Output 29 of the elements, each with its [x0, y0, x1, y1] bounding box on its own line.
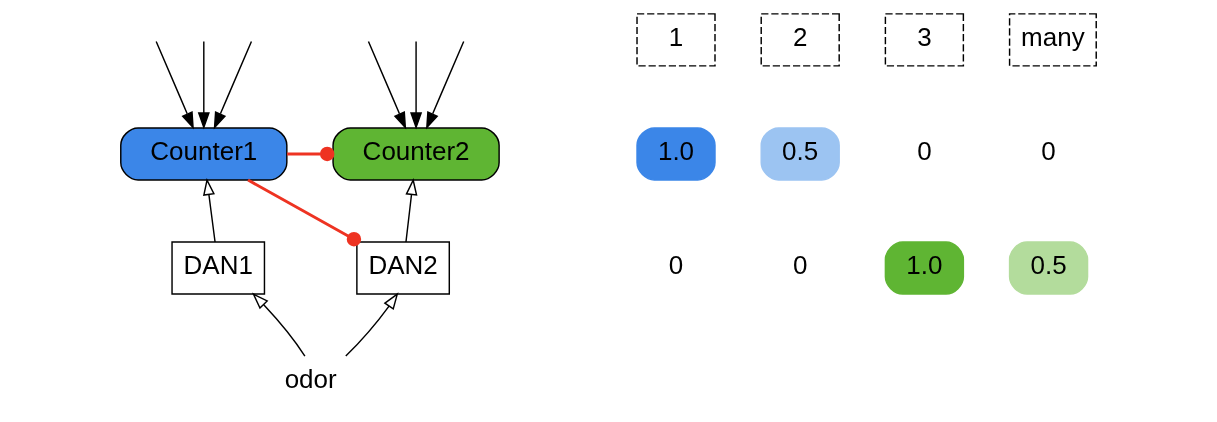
node-box: 1.0	[884, 241, 965, 295]
arrow	[426, 40, 465, 130]
arrow	[155, 40, 194, 130]
arrow	[251, 292, 306, 357]
node-box: 3	[884, 13, 965, 67]
connector	[287, 146, 335, 162]
arrow	[410, 40, 423, 130]
node-box: DAN2	[356, 241, 450, 295]
node-box: 0.5	[760, 127, 840, 181]
label: 0	[1041, 136, 1056, 167]
label: 0	[917, 136, 932, 167]
label: 0	[668, 250, 684, 281]
arrow	[405, 177, 418, 243]
arrow	[367, 40, 407, 130]
connector	[247, 178, 362, 247]
node-box: DAN1	[171, 241, 266, 295]
node-box: 1	[636, 13, 716, 67]
node-box: 2	[760, 13, 840, 67]
node-box: 1.0	[636, 127, 716, 181]
arrow	[213, 40, 253, 130]
node-box: many	[1008, 13, 1097, 67]
arrow	[197, 40, 210, 130]
arrow	[202, 177, 216, 243]
node-box: Counter1	[120, 127, 288, 181]
node-box: 0.5	[1008, 241, 1089, 295]
arrow	[345, 292, 399, 357]
node-text: odor	[284, 364, 337, 395]
node-box: Counter2	[332, 127, 500, 181]
label: 0	[792, 250, 808, 281]
